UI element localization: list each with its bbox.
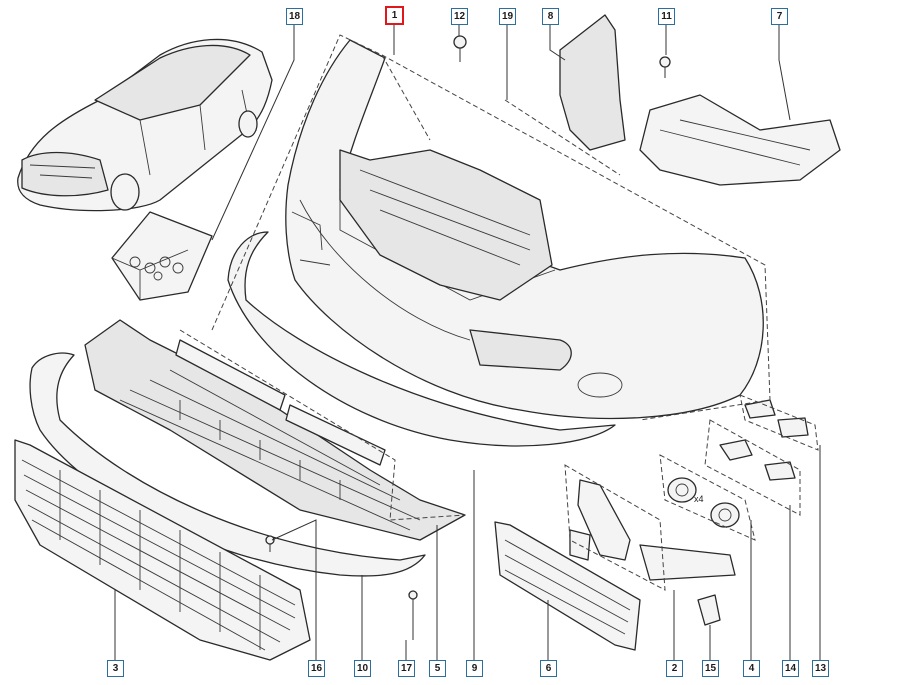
lower-grille bbox=[14, 439, 311, 661]
callout-8[interactable]: 8 bbox=[542, 8, 559, 25]
upper-grille-insert bbox=[339, 149, 553, 301]
callout-3[interactable]: 3 bbox=[107, 660, 124, 677]
lower-deflector-strip bbox=[227, 231, 616, 447]
center-grille bbox=[494, 521, 641, 651]
callout-1[interactable]: 1 bbox=[385, 6, 404, 25]
leader-lines bbox=[114, 24, 821, 662]
screws bbox=[265, 35, 671, 640]
clip-kit-box bbox=[111, 211, 213, 301]
callout-11[interactable]: 11 bbox=[658, 8, 675, 25]
car-illustration bbox=[17, 38, 273, 212]
lower-spoiler bbox=[29, 352, 426, 577]
qty-note: x4 bbox=[694, 494, 704, 504]
side-brackets bbox=[559, 14, 841, 186]
assembly-outlines bbox=[179, 34, 819, 591]
callout-7[interactable]: 7 bbox=[771, 8, 788, 25]
callout-9[interactable]: 9 bbox=[466, 660, 483, 677]
callout-13[interactable]: 13 bbox=[812, 660, 829, 677]
callout-14[interactable]: 14 bbox=[782, 660, 799, 677]
callout-16[interactable]: 16 bbox=[308, 660, 325, 677]
callout-15[interactable]: 15 bbox=[702, 660, 719, 677]
callout-17[interactable]: 17 bbox=[398, 660, 415, 677]
callout-10[interactable]: 10 bbox=[354, 660, 371, 677]
callout-5[interactable]: 5 bbox=[429, 660, 446, 677]
callout-12[interactable]: 12 bbox=[451, 8, 468, 25]
callout-18[interactable]: 18 bbox=[286, 8, 303, 25]
callout-19[interactable]: 19 bbox=[499, 8, 516, 25]
callout-4[interactable]: 4 bbox=[743, 660, 760, 677]
under-engine-shield bbox=[84, 319, 466, 541]
callout-6[interactable]: 6 bbox=[540, 660, 557, 677]
callout-2[interactable]: 2 bbox=[666, 660, 683, 677]
